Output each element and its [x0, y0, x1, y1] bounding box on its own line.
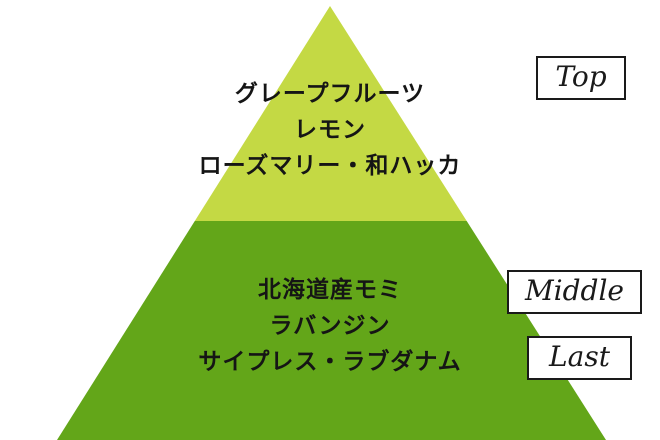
label-middle-notes: Middle: [507, 270, 642, 314]
label-last-notes-text: Last: [549, 340, 610, 373]
label-middle-notes-text: Middle: [525, 274, 624, 307]
top-notes-text-block: グレープフルーツ レモン ローズマリー・和ハッカ: [110, 76, 550, 184]
top-note-line-1: グレープフルーツ: [234, 81, 426, 107]
top-note-line-3: ローズマリー・和ハッカ: [198, 153, 462, 179]
base-note-line-3: サイプレス・ラブダナム: [198, 349, 462, 375]
label-top-notes-text: Top: [555, 60, 607, 93]
pyramid-base-section-shape: [57, 221, 606, 440]
label-last-notes: Last: [527, 336, 632, 380]
label-top-notes: Top: [536, 56, 626, 100]
base-note-line-2: ラバンジン: [269, 313, 391, 339]
base-notes-text-block: 北海道産モミ ラバンジン サイプレス・ラブダナム: [110, 272, 550, 380]
pyramid-top-section-shape: [194, 6, 467, 221]
top-note-line-2: レモン: [294, 117, 366, 143]
base-note-line-1: 北海道産モミ: [258, 277, 402, 303]
